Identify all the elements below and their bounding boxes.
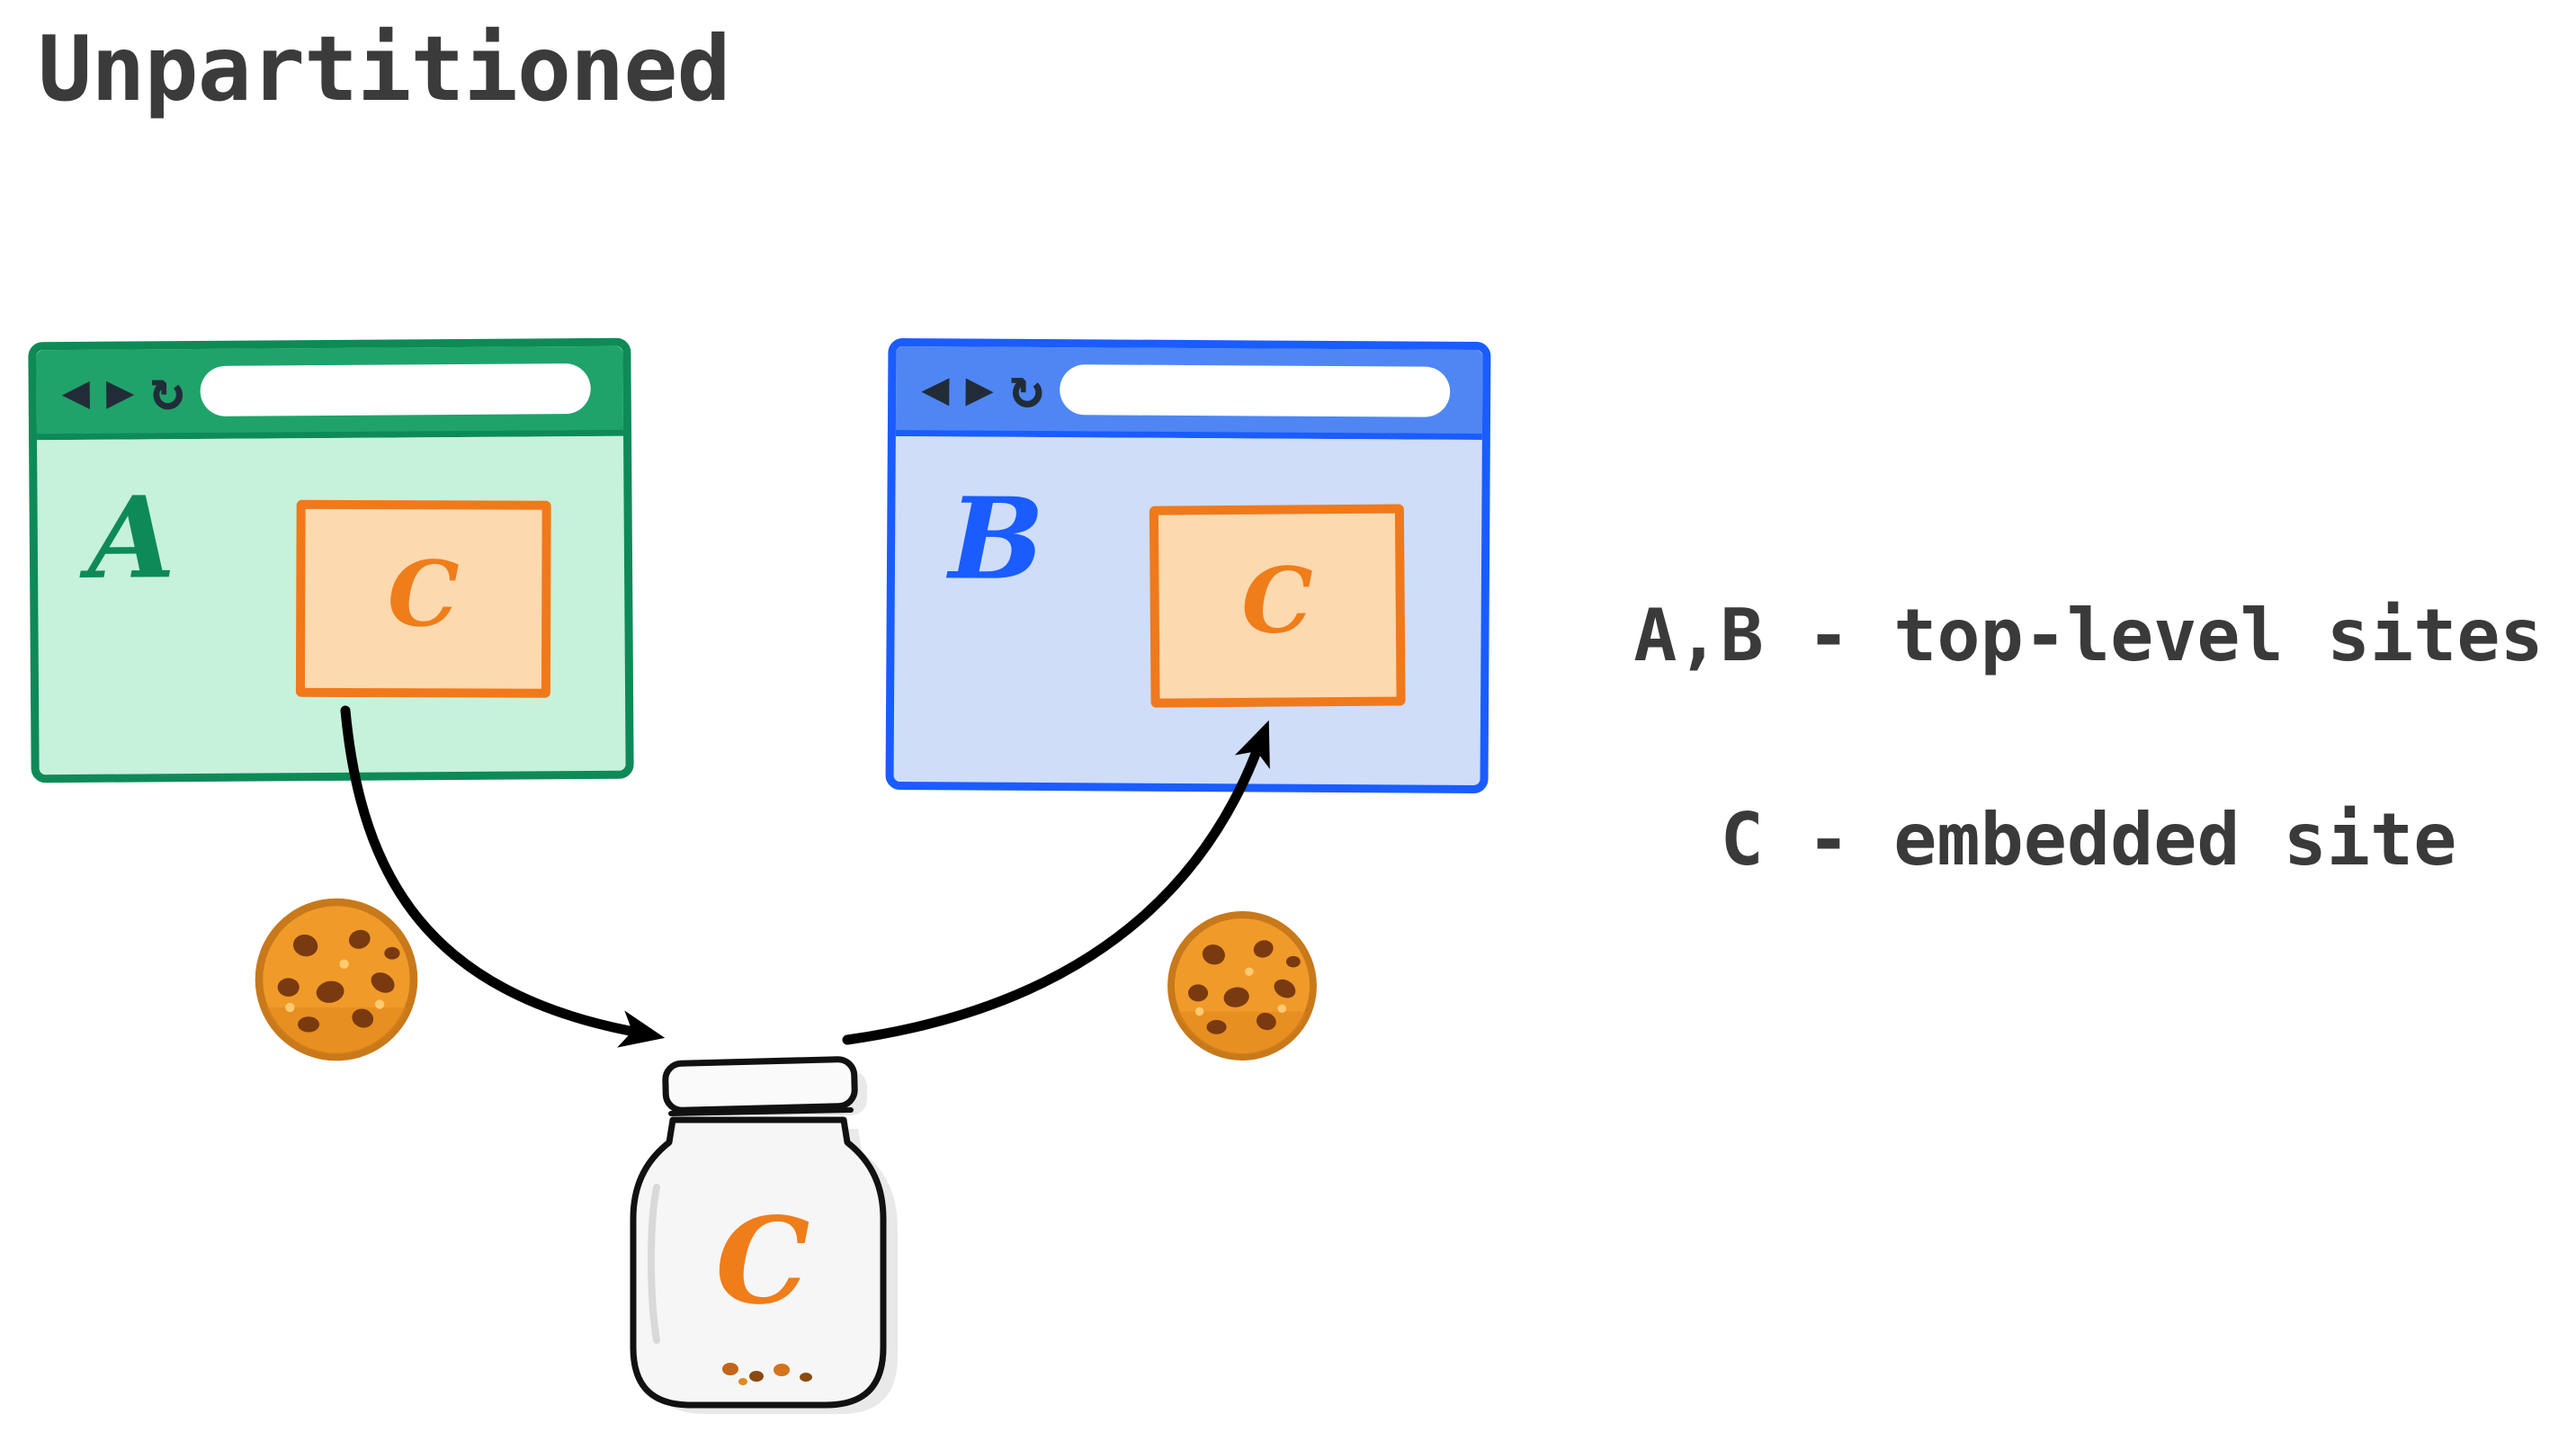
legend: A,B - top-level sites C - embedded site: [1601, 585, 2576, 891]
forward-icon: ▶: [965, 361, 995, 416]
cookie-right-icon: [1171, 915, 1313, 1057]
legend-line-2: C - embedded site: [1720, 798, 2457, 882]
url-bar: [200, 362, 591, 416]
page-title: Unpartitioned: [38, 16, 731, 121]
back-icon: ◀: [61, 364, 91, 419]
embedded-frame-a: C: [295, 499, 551, 698]
embedded-frame-a-label: C: [387, 540, 460, 647]
back-icon: ◀: [921, 361, 950, 416]
forward-icon: ▶: [105, 364, 135, 419]
browser-window-b: ◀ ▶ ↻ B C: [885, 337, 1491, 794]
reload-icon: ↻: [1009, 354, 1044, 420]
reload-icon: ↻: [150, 355, 184, 422]
arrow-jar-to-b: [842, 720, 1270, 1045]
embedded-frame-b-label: C: [1240, 547, 1314, 654]
embedded-frame-b: C: [1149, 504, 1406, 708]
url-bar: [1059, 363, 1451, 417]
jar-label: C: [715, 1192, 809, 1331]
site-a-label: A: [87, 472, 176, 604]
cookie-jar-icon: C: [630, 1056, 898, 1414]
browser-b-toolbar: ◀ ▶ ↻: [895, 346, 1483, 440]
cookie-left-icon: [259, 902, 414, 1057]
site-b-label: B: [948, 473, 1045, 606]
legend-line-1: A,B - top-level sites: [1633, 594, 2544, 677]
browser-a-toolbar: ◀ ▶ ↻: [36, 345, 624, 441]
cookie-crumbs: [722, 1363, 812, 1385]
browser-window-a: ◀ ▶ ↻ A C: [28, 337, 634, 783]
